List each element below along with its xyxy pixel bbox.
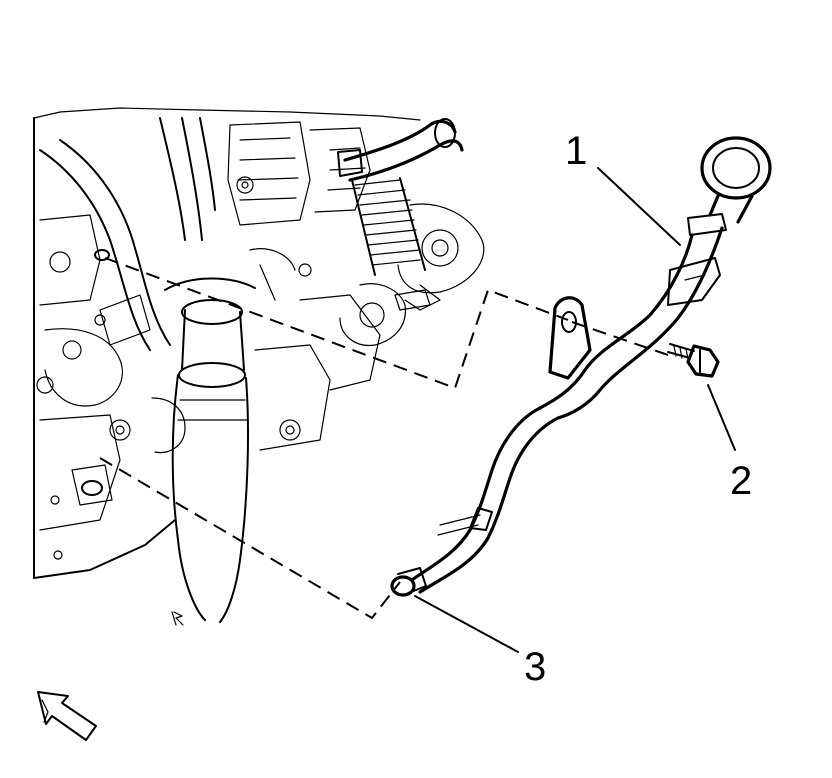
callout-1-label: 1 [565,129,587,173]
engine-assembly [33,107,485,626]
oil-level-indicator-tube [390,136,772,597]
callout-leaders [414,167,736,653]
callout-2-label: 2 [730,459,752,503]
front-direction-arrow-icon [37,691,97,741]
mounting-bolt [667,343,720,378]
callout-3-label: 3 [524,645,546,689]
